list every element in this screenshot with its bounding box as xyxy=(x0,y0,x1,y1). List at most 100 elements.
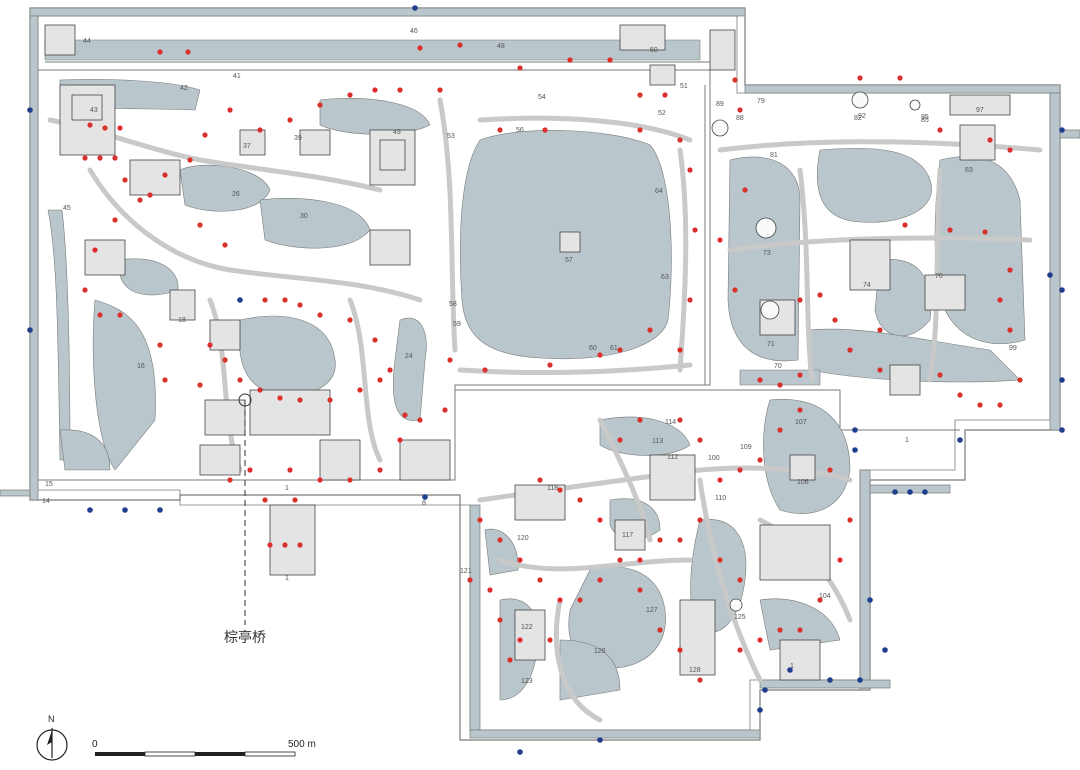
blue-gate-marker xyxy=(27,327,33,333)
area-number-label: 125 xyxy=(734,614,746,621)
red-entrance-marker xyxy=(482,367,488,373)
area-number-label: 51 xyxy=(680,83,688,90)
red-entrance-marker xyxy=(732,77,738,83)
red-entrance-marker xyxy=(82,155,88,161)
red-entrance-marker xyxy=(737,647,743,653)
area-number-label: 112 xyxy=(667,454,678,461)
red-entrance-marker xyxy=(837,557,843,563)
area-number-label: 30 xyxy=(300,213,308,220)
red-entrance-marker xyxy=(162,172,168,178)
red-entrance-marker xyxy=(857,75,863,81)
red-entrance-marker xyxy=(287,117,293,123)
area-number-label: 100 xyxy=(708,455,720,462)
red-entrance-marker xyxy=(377,467,383,473)
blue-gate-marker xyxy=(762,687,768,693)
red-entrance-marker xyxy=(737,107,743,113)
red-entrance-marker xyxy=(227,477,233,483)
red-entrance-marker xyxy=(372,87,378,93)
area-number-label: 63 xyxy=(661,274,669,281)
area-number-label: 52 xyxy=(658,110,666,117)
red-entrance-marker xyxy=(267,542,273,548)
area-number-label: 1 xyxy=(905,437,909,444)
red-entrance-marker xyxy=(147,192,153,198)
red-entrance-marker xyxy=(517,65,523,71)
red-entrance-marker xyxy=(547,637,553,643)
red-entrance-marker xyxy=(637,587,643,593)
red-entrance-marker xyxy=(202,132,208,138)
red-entrance-marker xyxy=(677,137,683,143)
red-entrance-marker xyxy=(347,477,353,483)
area-number-label: 14 xyxy=(42,498,50,505)
red-entrance-marker xyxy=(657,627,663,633)
red-entrance-marker xyxy=(282,297,288,303)
red-entrance-marker xyxy=(692,227,698,233)
area-number-label: 118 xyxy=(547,485,558,492)
red-entrance-marker xyxy=(1007,267,1013,273)
red-entrance-marker xyxy=(597,352,603,358)
red-entrance-marker xyxy=(112,217,118,223)
blue-gate-marker xyxy=(852,447,858,453)
blue-gate-marker xyxy=(237,297,243,303)
area-number-label: 120 xyxy=(517,535,529,542)
area-number-label: 97 xyxy=(976,107,984,114)
red-entrance-marker xyxy=(717,557,723,563)
red-entrance-marker xyxy=(1007,327,1013,333)
red-entrance-marker xyxy=(277,395,283,401)
red-entrance-marker xyxy=(797,627,803,633)
red-entrance-marker xyxy=(227,107,233,113)
area-number-label: 128 xyxy=(689,667,701,674)
area-number-label: 126 xyxy=(594,648,606,655)
red-entrance-marker xyxy=(292,497,298,503)
area-number-label: 60 xyxy=(589,345,597,352)
red-entrance-marker xyxy=(262,497,268,503)
red-entrance-marker xyxy=(687,297,693,303)
red-entrance-marker xyxy=(347,317,353,323)
area-labels: 1111814151618242630373941424344454648495… xyxy=(42,28,1017,685)
red-entrance-marker xyxy=(102,125,108,131)
area-number-label: 82 xyxy=(854,115,862,122)
red-entrance-marker xyxy=(827,467,833,473)
red-entrance-marker xyxy=(677,347,683,353)
red-entrance-marker xyxy=(497,127,503,133)
red-entrance-marker xyxy=(517,557,523,563)
red-entrance-marker xyxy=(447,357,453,363)
area-number-label: 56 xyxy=(516,127,524,134)
blue-gate-marker xyxy=(1059,287,1065,293)
red-entrance-marker xyxy=(777,427,783,433)
red-entrance-marker xyxy=(617,557,623,563)
red-entrance-marker xyxy=(797,297,803,303)
red-entrance-marker xyxy=(877,327,883,333)
north-label: N xyxy=(48,714,55,724)
red-entrance-marker xyxy=(847,347,853,353)
blue-gate-marker xyxy=(87,507,93,513)
red-entrance-marker xyxy=(662,92,668,98)
area-number-label: 43 xyxy=(90,107,98,114)
red-entrance-marker xyxy=(317,312,323,318)
red-entrance-marker xyxy=(737,577,743,583)
area-number-label: 109 xyxy=(740,444,752,451)
red-entrance-marker xyxy=(697,517,703,523)
red-entrance-marker xyxy=(247,467,253,473)
area-number-label: 16 xyxy=(137,363,145,370)
area-number-label: 89 xyxy=(716,101,724,108)
red-entrance-marker xyxy=(937,127,943,133)
red-entrance-marker xyxy=(297,542,303,548)
red-entrance-marker xyxy=(82,287,88,293)
red-entrance-marker xyxy=(937,372,943,378)
red-entrance-marker xyxy=(897,75,903,81)
red-entrance-marker xyxy=(982,229,988,235)
red-entrance-marker xyxy=(187,157,193,163)
red-entrance-marker xyxy=(397,437,403,443)
blue-gate-marker xyxy=(852,427,858,433)
red-entrance-marker xyxy=(117,125,123,131)
red-entrance-marker xyxy=(262,297,268,303)
area-number-label: 39 xyxy=(294,135,302,142)
red-entrance-marker xyxy=(197,222,203,228)
pavilions xyxy=(711,91,921,612)
red-entrance-marker xyxy=(637,557,643,563)
red-entrance-marker xyxy=(222,242,228,248)
area-number-label: 85 xyxy=(921,117,929,124)
area-number-label: 8 xyxy=(422,500,426,507)
red-entrance-marker xyxy=(597,517,603,523)
red-entrance-marker xyxy=(327,397,333,403)
